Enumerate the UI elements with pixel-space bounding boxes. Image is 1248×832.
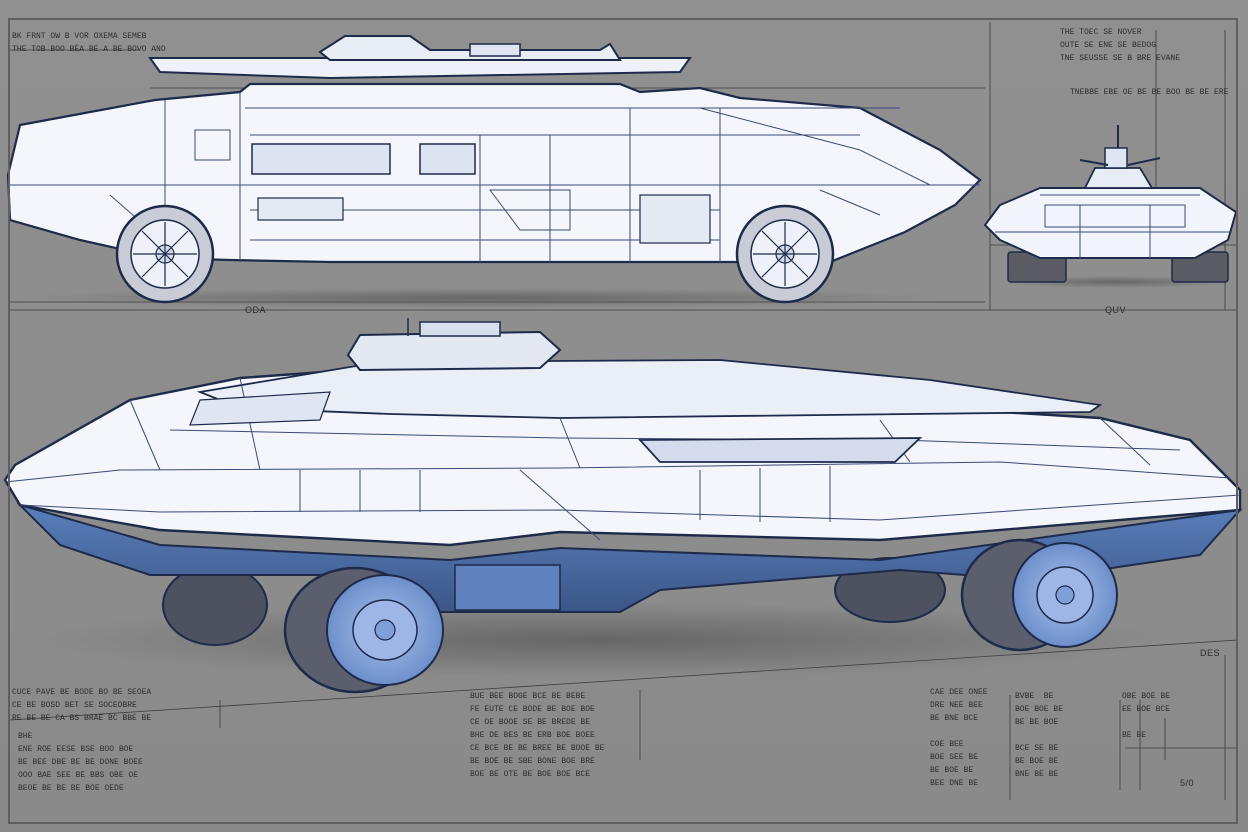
side-view-rear-wheel xyxy=(735,204,835,304)
perspective-window-strip xyxy=(637,437,923,463)
note-top-right-sub: TNEBBE EBE OE BE BE BOO BE BE ERE xyxy=(1070,88,1229,97)
side-view-tag: ODA xyxy=(245,305,267,315)
side-elevation-view xyxy=(6,35,982,308)
front-view-gun-left xyxy=(1079,159,1109,166)
side-view-hatch-panel xyxy=(257,197,344,221)
front-view-panel-lines xyxy=(995,194,1232,258)
note-bottom-center: BUE BEE BOGE BCE BE BEBE FE EUTE CE BODE… xyxy=(470,692,605,779)
side-view-engine-bay xyxy=(639,194,711,244)
side-view-ground-shadow xyxy=(10,288,950,308)
perspective-front-left-wheel xyxy=(283,566,444,694)
perspective-rear-left-wheel xyxy=(162,564,268,646)
side-view-hatch xyxy=(469,43,521,57)
perspective-view-tag: DES xyxy=(1200,648,1221,658)
front-elevation-view xyxy=(983,125,1238,288)
side-view-window-rear xyxy=(419,143,476,175)
note-bottom-right-1: CAE DEE ONEE DRE NEE BEE BE BNE BCE COE … xyxy=(930,688,988,788)
note-bottom-left: CUCE PAVE BE BODE BO BE SEOEA CE BE BOSD… xyxy=(12,688,152,723)
front-view-turret-top xyxy=(1104,147,1128,169)
note-top-right-header: THE TOEC SE NOVER OUTE SE ENE SE BEDOG T… xyxy=(1060,28,1181,63)
note-bottom-right-3: OBE BOE BE EE BOE BCE BE BE xyxy=(1122,692,1171,740)
note-top-left: BK FRNT OW B VOR OXEMA SEMEB THE TOB BOO… xyxy=(12,32,166,54)
perspective-front-vent xyxy=(189,391,331,426)
side-view-turret xyxy=(318,35,622,61)
front-view-hull xyxy=(983,187,1238,259)
perspective-turret-top xyxy=(419,321,501,337)
note-bottom-left-2: BHE ENE ROE EESE BSE BOO BOE BE BEE DBE … xyxy=(18,732,143,793)
perspective-front-right-wheel xyxy=(960,538,1118,652)
side-view-hull xyxy=(6,82,982,264)
side-view-window-front xyxy=(251,143,391,175)
front-view-turret xyxy=(1083,167,1154,189)
side-view-front-wheel xyxy=(115,204,215,304)
front-view-gun-right xyxy=(1127,157,1161,166)
perspective-turret xyxy=(346,330,562,372)
note-bottom-right-2: BVBE BE BOE BOE BE BE BE BOE BCE SE BE B… xyxy=(1015,692,1064,779)
perspective-view xyxy=(3,318,1243,694)
perspective-side-door xyxy=(454,564,561,611)
corner-tag: 5/0 xyxy=(1180,778,1195,788)
front-view-tag: QUV xyxy=(1105,305,1127,315)
